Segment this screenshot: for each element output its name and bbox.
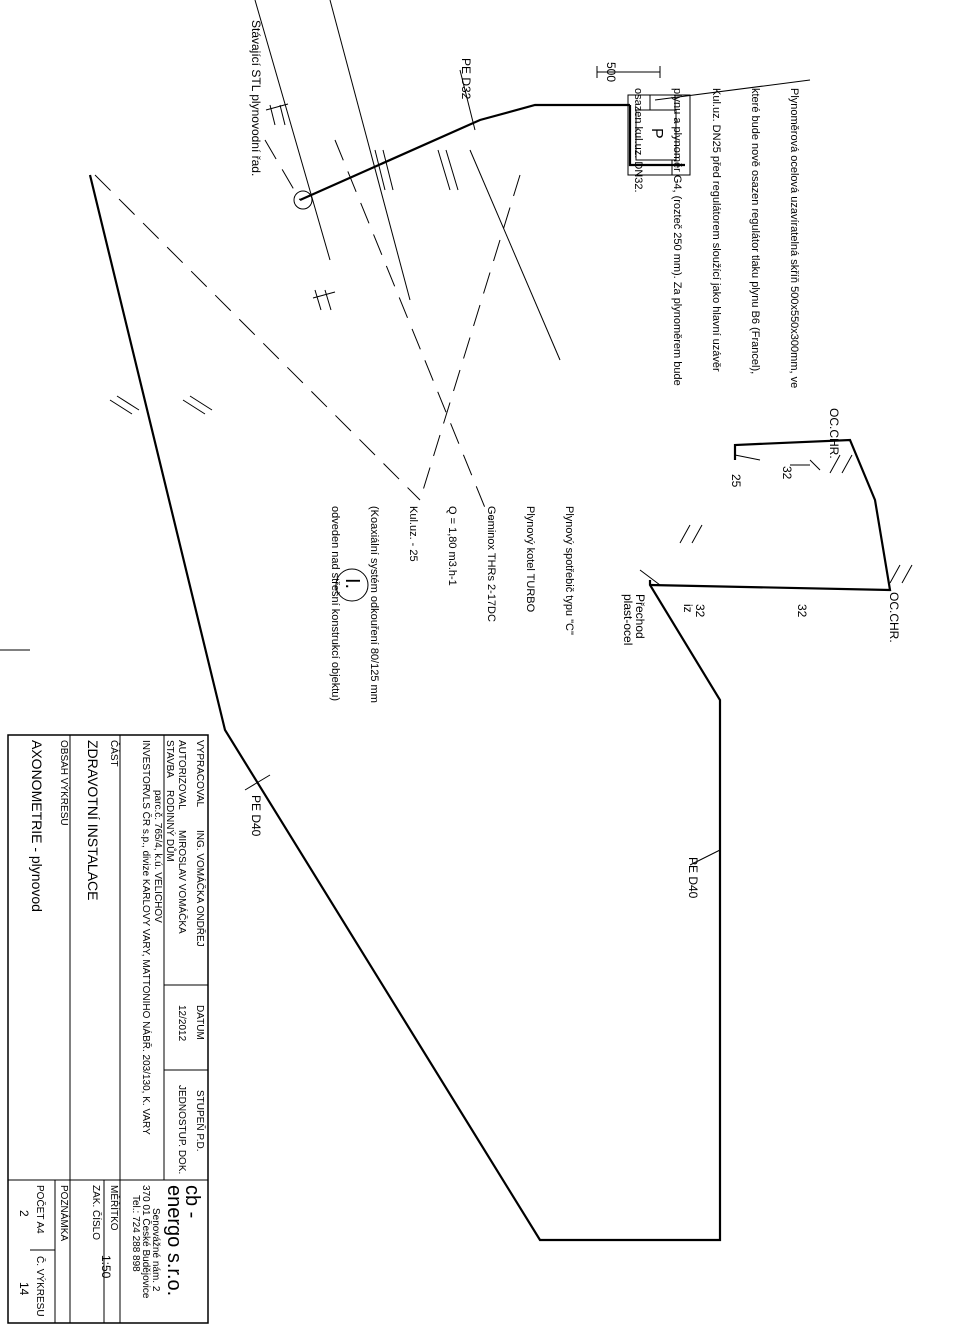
tb-vypracoval: ING. VOMÁČKA ONDŘEJ (194, 830, 205, 947)
pipe-pe-d32 (299, 103, 630, 202)
level-mark: I. (341, 578, 363, 590)
tb-vykres-label: Č. VÝKRESU (34, 1256, 45, 1317)
oc-chr-label-2: OC.CHR. (887, 592, 901, 643)
tb-poznamka-label: POZNÁMKA (58, 1185, 69, 1242)
tb-meritko-label: MĚŘÍTKO (108, 1185, 119, 1231)
tb-vykres: 14 (17, 1282, 31, 1296)
tb-obsah: AXONOMETRIE - plynovod (29, 740, 45, 912)
existing-main-label: Stávající STL plynovodní řad. (249, 20, 263, 177)
insulation-label: iz (681, 604, 695, 613)
tb-investor: VLS ČR s.p., divize KARLOVY VARY, MATTON… (140, 790, 151, 1135)
dn-32-label-3: 32 (693, 604, 707, 618)
tb-zak-label: ZAK. ČÍSLO (90, 1185, 101, 1241)
tb-obsah-label: OBSAH VÝKRESU (58, 740, 69, 826)
company-name-1: cb - (181, 1185, 203, 1219)
connection-valve (293, 190, 313, 210)
dn-25-label: 25 (729, 474, 743, 488)
tb-meritko: 1:50 (99, 1255, 113, 1279)
tb-stavba-1: RODINNÝ DŮM (164, 790, 175, 862)
company-phone: Tel.: 724 288 898 (130, 1195, 141, 1272)
transition-label: Přechod (633, 594, 647, 639)
transition-label-2: plast-ocel (621, 594, 635, 646)
dimension-500: 500 (604, 62, 618, 83)
appliance-note-line: (Koaxiální systém odkouření 80/125 mm (368, 506, 380, 703)
tb-pocet: 2 (17, 1210, 31, 1217)
tb-investor-label: INVESTOR (140, 740, 151, 791)
appliance-note-line: Kul.uz. - 25 (407, 506, 419, 562)
tb-datum: 12/2012 (176, 1005, 187, 1042)
pe-d40-label: PE D40 (249, 795, 263, 837)
tb-stupen: JEDNOSTUP. DOK. (176, 1085, 187, 1175)
company-name-2: energo s.r.o. (163, 1185, 185, 1297)
meter-box-note-line: které bude nově osazen regulátor tlaku p… (749, 88, 761, 375)
tb-cast: ZDRAVOTNÍ INSTALACE (85, 740, 101, 901)
pipe-oc-chr (649, 438, 892, 592)
existing-main-line (254, 0, 331, 261)
oc-chr-label-1: OC.CHR. (827, 408, 841, 459)
meter-box (627, 94, 691, 176)
tb-cast-label: ČÁST (108, 740, 119, 767)
appliance-note: Plynový spotřebič typu "C" Plynový kotel… (315, 506, 601, 703)
tb-autorizoval: MIROSLAV VOMÁČKA (176, 830, 187, 934)
meter-box-note: Plynoměrová ocelová uzavíratelná skříň 5… (618, 88, 826, 388)
company-address-2: 370 01 České Budějovice (140, 1185, 151, 1299)
dashed-outline (94, 174, 421, 501)
appliance-note-line: odveden nad střešní konstrukcí objektu) (329, 506, 341, 702)
level-circle (335, 568, 369, 602)
appliance-note-line: Geminox THRs 2-17DC (485, 506, 497, 622)
dn-32-label: 32 (780, 466, 794, 480)
appliance-note-line: Plynový spotřebič typu "C" (563, 506, 575, 635)
meter-box-note-line: osazen kul.uz. DN32. (632, 88, 644, 193)
existing-main-line-2 (329, 0, 411, 301)
trench-marks (109, 103, 459, 415)
meter-box-note-line: plynu a plynoměr G4, (rozteč 250 mm). Za… (671, 88, 683, 386)
tb-stupen-label: STUPEŇ P.D. (194, 1090, 205, 1152)
tb-stavba-2: parc.č. 765/4, k.ú. VELICHOV (152, 790, 163, 923)
pe-d32-label: PE D32 (459, 58, 473, 100)
dn-32-label-2: 32 (795, 604, 809, 618)
meter-box-note-line: Plynoměrová ocelová uzavíratelná skříň 5… (788, 88, 800, 389)
tb-vypracoval-label: VYPRACOVAL (194, 740, 205, 808)
tb-stavba-label: STAVBA (164, 740, 175, 778)
tb-datum-label: DATUM (194, 1005, 205, 1040)
pe-d40-label-2: PE D40 (686, 857, 700, 899)
meter-box-note-line: Kul.uz. DN25 před regulátorem sloužící j… (710, 88, 722, 372)
appliance-note-line: Q = 1,80 m3.h-1 (446, 506, 458, 586)
company-address-1: Senovážné nám. 2 (150, 1208, 161, 1292)
appliance-note-line: Plynový kotel TURBO (524, 506, 536, 613)
tb-autorizoval-label: AUTORIZOVAL (176, 740, 187, 810)
tb-pocet-label: POČET A4 (34, 1185, 45, 1234)
